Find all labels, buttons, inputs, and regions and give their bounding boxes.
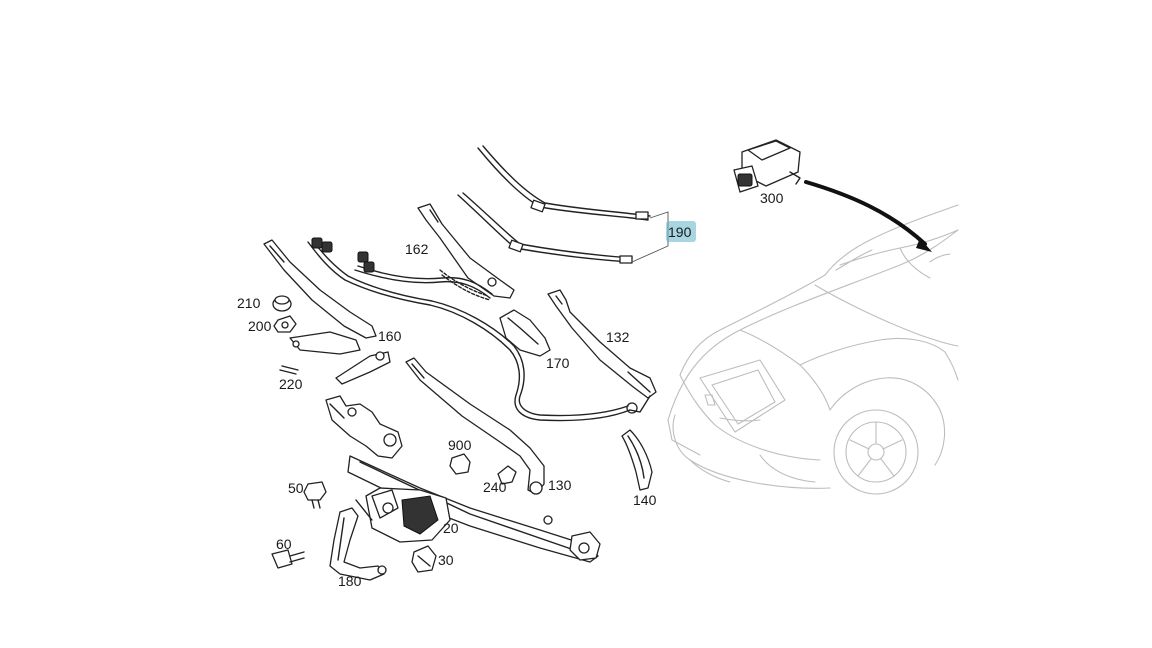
callout-60: 60	[276, 536, 292, 552]
grommet-part-240	[497, 465, 517, 485]
screw-part-220	[279, 365, 299, 375]
callout-30: 30	[438, 552, 454, 568]
sensor-part-300	[733, 139, 801, 193]
cover-part-170	[499, 309, 551, 357]
callout-162: 162	[405, 241, 429, 257]
callout-180: 180	[338, 573, 362, 589]
callout-20: 20	[443, 520, 459, 536]
clip-part-900	[449, 453, 471, 475]
callout-200: 200	[248, 318, 272, 334]
car-outline	[667, 204, 959, 495]
bolt-part-50	[303, 481, 327, 509]
wiper-arm-part-160	[263, 239, 391, 385]
nut-part-200	[273, 315, 297, 333]
bracket-part-180	[329, 507, 387, 581]
hose-part-140	[621, 429, 653, 491]
wiper-arm-part-162	[417, 203, 515, 301]
clamp-part-30	[411, 545, 437, 573]
callout-300: 300	[760, 190, 784, 206]
wiper-blades-part-190	[457, 145, 669, 264]
wiper-arm-part-132	[547, 289, 657, 414]
callout-240: 240	[483, 479, 507, 495]
pointer-arrow	[804, 180, 932, 252]
cap-part-210	[272, 295, 292, 312]
wiper-arm-part-130	[405, 357, 545, 495]
highlight-190	[666, 221, 696, 242]
callout-140: 140	[633, 492, 657, 508]
callout-900: 900	[448, 437, 472, 453]
callout-160: 160	[378, 328, 402, 344]
wiper-linkage-part-20	[325, 395, 601, 563]
washer-hose-loom	[307, 237, 651, 422]
screw-part-60	[271, 549, 305, 569]
callout-50: 50	[288, 480, 304, 496]
callout-210: 210	[237, 295, 261, 311]
callout-190: 190	[668, 224, 692, 240]
callout-132: 132	[606, 329, 630, 345]
callout-220: 220	[279, 376, 303, 392]
callout-labels: 300 190 162 210 200 160 132 170 220 900 …	[237, 190, 784, 589]
callout-170: 170	[546, 355, 570, 371]
callout-130: 130	[548, 477, 572, 493]
